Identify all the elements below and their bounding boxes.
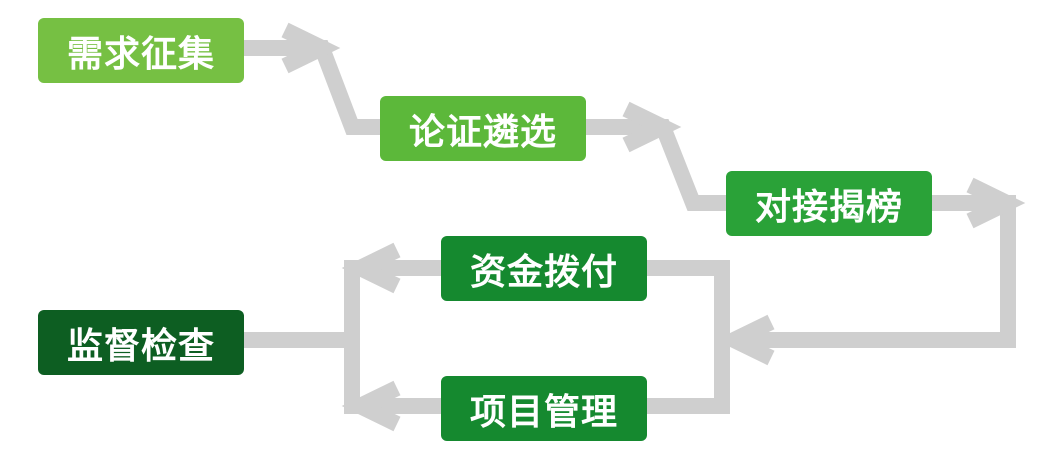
arrowhead-collect [281, 22, 341, 74]
step-label: 监督检查 [66, 325, 215, 367]
arrowhead-match-right [966, 177, 1026, 229]
step-evaluation-selection: 论证遴选 [380, 96, 586, 161]
arrowhead-select [622, 101, 682, 153]
connector-mid-vertical [647, 260, 730, 414]
step-label: 资金拨付 [469, 251, 618, 293]
step-label: 论证遴选 [408, 111, 557, 153]
arrowhead-loop-left [715, 314, 775, 366]
step-project-management: 项目管理 [441, 376, 647, 441]
connector-match-loop [734, 195, 1016, 348]
step-label: 对接揭榜 [754, 186, 903, 228]
step-matching-unveiling: 对接揭榜 [726, 171, 932, 236]
step-label: 项目管理 [469, 391, 618, 433]
step-supervision-inspection: 监督检查 [38, 310, 244, 375]
connector-lines [244, 22, 1026, 432]
connector-collect-to-select [244, 40, 380, 135]
step-demand-collection: 需求征集 [38, 18, 244, 83]
connector-select-to-match [586, 119, 726, 211]
step-label: 需求征集 [66, 33, 215, 75]
step-fund-allocation: 资金拨付 [441, 236, 647, 301]
